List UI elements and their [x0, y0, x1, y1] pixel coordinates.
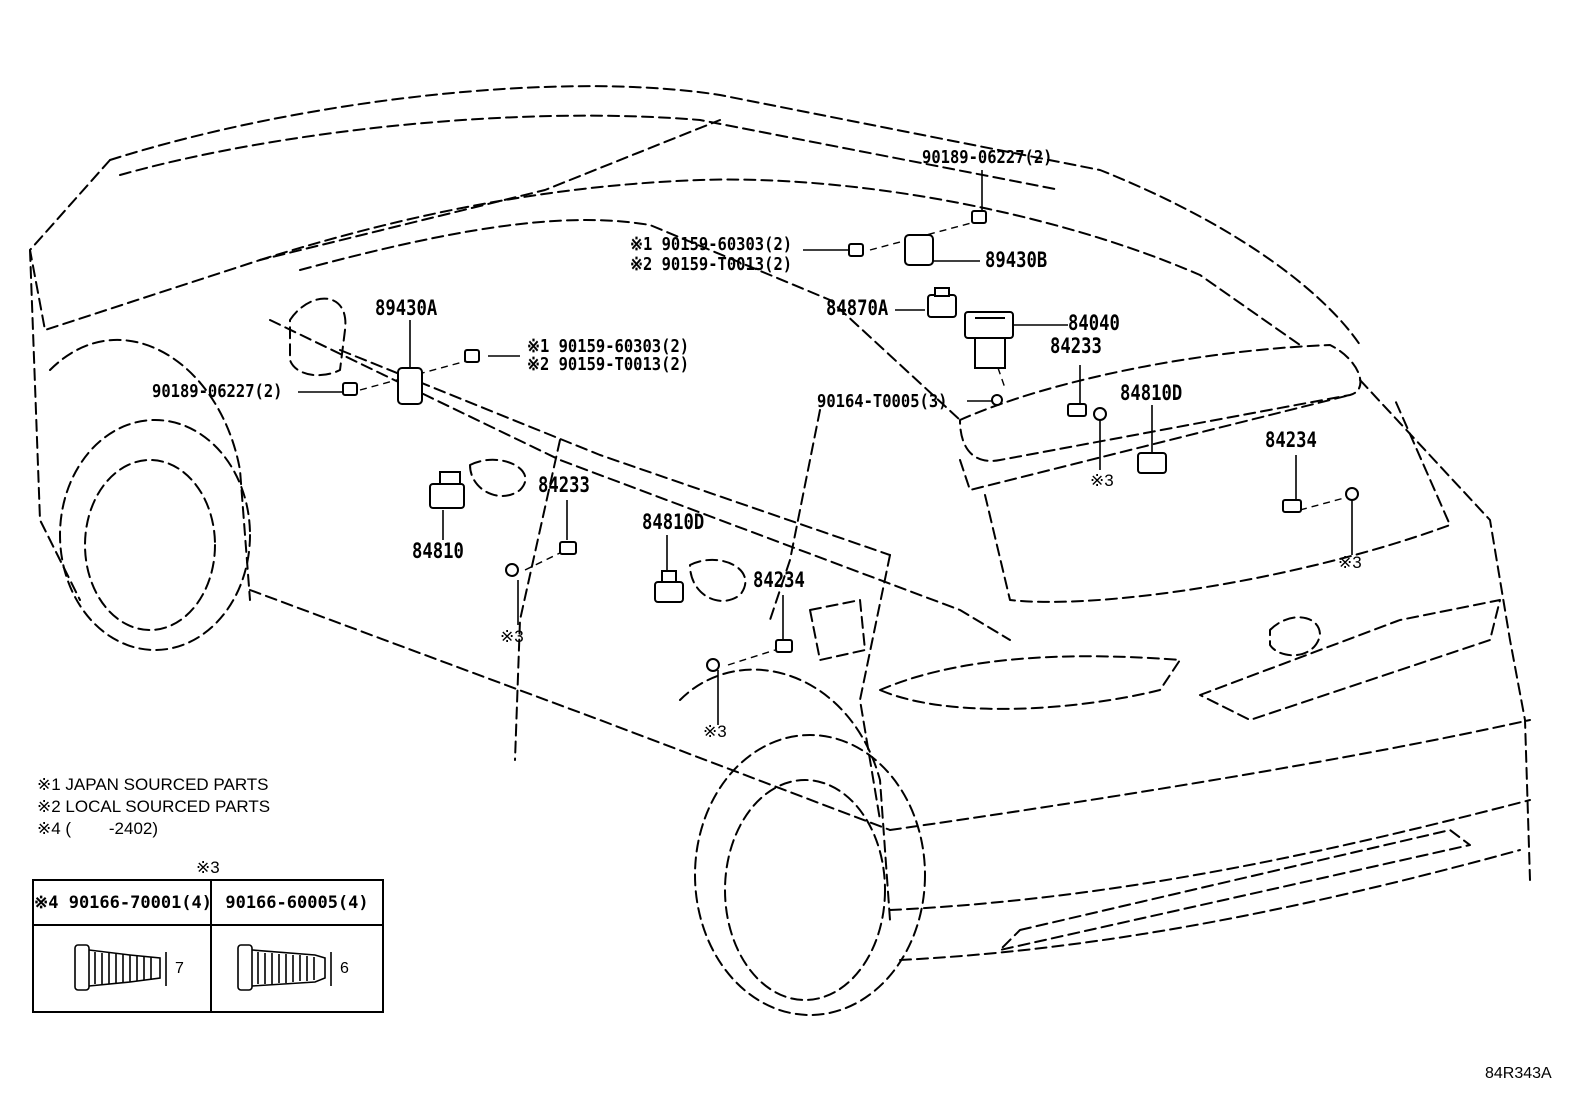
rear-door-edge: [859, 554, 891, 821]
callout-89430B: 89430B: [985, 248, 1048, 272]
screw-glyphs: [505, 394, 1359, 672]
antenna-front1-glyph: [559, 541, 577, 555]
callout-90159-top-japan: ※1 90159-60303(2): [630, 234, 793, 255]
callout-84870A: 84870A: [826, 296, 889, 320]
wheel-arch-front: [49, 339, 251, 601]
legend-mark: ※3: [196, 858, 220, 877]
legend-screw-drawings: [74, 944, 332, 991]
front-tire: [59, 419, 251, 651]
rocker-line: [249, 589, 891, 831]
wheel-arch-rear: [679, 668, 891, 921]
rear-rim: [724, 779, 886, 1001]
bumper-lower: [889, 799, 1531, 911]
antenna-front2-glyph: [775, 639, 793, 653]
legend-col2-header: 90166-60005(4): [212, 881, 382, 926]
callout-90159-top-local: ※2 90159-T0013(2): [630, 254, 793, 275]
tail-light-left: [879, 655, 1181, 710]
rear-body-right: [1359, 379, 1531, 881]
license-recess: [999, 829, 1471, 951]
callout-84234-front: 84234: [753, 568, 805, 592]
antenna-rear1-glyph: [1067, 403, 1087, 417]
callout-84233-front: 84233: [538, 473, 590, 497]
callout-84233-rear: 84233: [1050, 334, 1102, 358]
bolt-left2-glyph: [464, 349, 480, 363]
legend-col1-dimension: 7: [175, 960, 184, 977]
door-switch-front-glyph: [397, 367, 423, 405]
callout-84810: 84810: [412, 539, 464, 563]
callout-84810D-front: 84810D: [642, 510, 705, 534]
hood-left: [29, 249, 81, 601]
screw-legend-table: ※4 90166-70001(4) 90166-60005(4) 7 6: [32, 879, 384, 1013]
door-handle-sensor-front-glyph: [429, 471, 465, 509]
note-date-code: ※4 ( -2402): [37, 819, 159, 838]
screw-mark-rear-2: ※3: [1338, 553, 1362, 572]
hatch-switch-bracket-glyph: [904, 234, 934, 266]
callout-84234-rear: 84234: [1265, 428, 1317, 452]
bolt-mid-glyph: [848, 243, 864, 257]
side-window-upper: [299, 219, 961, 421]
legend-col2-dimension: 6: [340, 960, 349, 977]
roof-outline: [109, 85, 1361, 346]
b-pillar: [514, 439, 561, 761]
screw-mark-rear-1: ※3: [1090, 471, 1114, 490]
callout-90164: 90164-T0005(3): [817, 391, 948, 412]
antenna-rear2-glyph: [1282, 499, 1302, 513]
roof-rail: [259, 178, 1301, 346]
callout-84810D-rear: 84810D: [1120, 381, 1183, 405]
screw-mark-front-2: ※3: [703, 722, 727, 741]
windshield-outline: [29, 119, 721, 331]
bolt-left-glyph: [342, 382, 358, 396]
bolt-top-glyph: [971, 210, 987, 224]
rear-emblem: [1269, 616, 1321, 657]
door-lock-actuator-rear-glyph: [964, 311, 1014, 369]
fuel-door: [809, 599, 866, 661]
legend-divider: [210, 881, 212, 1011]
front-rim: [84, 459, 216, 631]
c-pillar: [769, 409, 821, 621]
rear-glass: [984, 399, 1451, 603]
door-handle-sensor-rear-glyph: [654, 570, 684, 603]
bumper-bottom: [899, 849, 1521, 961]
side-mirror: [289, 297, 347, 377]
callout-90159-left-local: ※2 90159-T0013(2): [527, 354, 690, 375]
spoiler: [959, 394, 1351, 491]
screw-mark-front-1: ※3: [500, 627, 524, 646]
callout-89430A: 89430A: [375, 296, 438, 320]
side-window-lower: [339, 349, 891, 556]
roof-inner-line: [119, 114, 1061, 191]
door-handle-rear: [689, 558, 747, 602]
note-japan-sourced: ※1 JAPAN SOURCED PARTS: [37, 775, 269, 794]
tail-light-right: [1199, 599, 1501, 721]
callout-84040: 84040: [1068, 311, 1120, 335]
bumper-upper: [889, 719, 1531, 831]
rear-hatch-handle-glyph: [1137, 452, 1167, 474]
rear-tire: [694, 734, 926, 1016]
note-local-sourced: ※2 LOCAL SOURCED PARTS: [37, 797, 271, 816]
callout-90189-top: 90189-06227(2): [922, 147, 1053, 168]
diagram-reference-code: 84R343A: [1485, 1065, 1552, 1082]
hatch-sensor-glyph: [927, 287, 957, 318]
callout-90189-left: 90189-06227(2): [152, 381, 283, 402]
callout-90159-left-japan: ※1 90159-60303(2): [527, 336, 690, 357]
rear-hatch-outline: [959, 344, 1362, 462]
legend-col1-header: ※4 90166-70001(4): [34, 881, 212, 926]
door-handle-front: [469, 458, 527, 497]
